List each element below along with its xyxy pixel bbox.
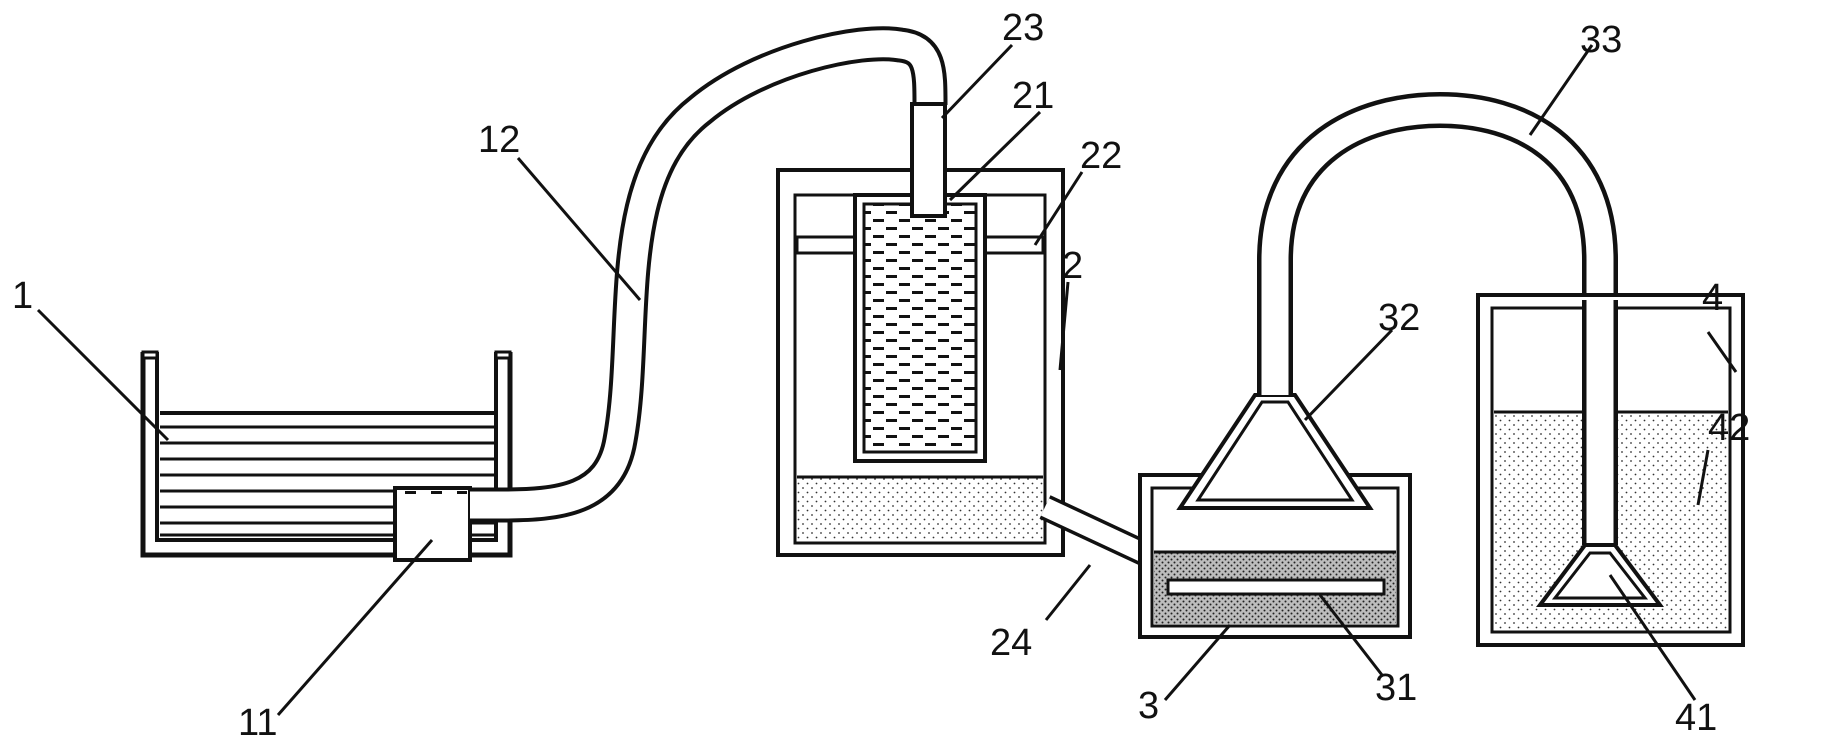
label-42: 42 (1708, 407, 1750, 449)
label-3: 3 (1138, 685, 1159, 727)
label-4: 4 (1702, 277, 1723, 319)
tank-1 (140, 350, 513, 562)
label-23: 23 (1002, 7, 1044, 49)
label-33: 33 (1580, 19, 1622, 61)
label-12: 12 (478, 119, 520, 161)
tray-3 (1138, 393, 1412, 639)
tank-1-liquid (160, 411, 494, 537)
label-2: 2 (1062, 245, 1083, 287)
vessel-2 (776, 102, 1065, 557)
label-11: 11 (238, 702, 277, 744)
pump-11 (393, 486, 472, 562)
funnel-32 (1176, 393, 1374, 510)
part-labels: 1 11 12 2 21 22 23 24 3 31 32 33 4 41 42 (12, 7, 1750, 744)
label-41: 41 (1675, 697, 1717, 739)
label-24: 24 (990, 622, 1032, 664)
label-21: 21 (1012, 75, 1054, 117)
hose-33 (1257, 91, 1618, 545)
tube-23 (910, 102, 947, 218)
nozzle-41 (1536, 543, 1664, 607)
label-32: 32 (1378, 297, 1420, 339)
pipe-24 (1039, 495, 1156, 568)
plate-31 (1166, 578, 1386, 596)
tank-4 (1476, 293, 1745, 647)
label-1: 1 (12, 275, 33, 317)
label-22: 22 (1080, 135, 1122, 177)
leader-lines (36, 43, 1738, 716)
hose-12 (470, 26, 948, 523)
vessel-2-liquid (797, 477, 1043, 541)
label-31: 31 (1375, 667, 1417, 709)
